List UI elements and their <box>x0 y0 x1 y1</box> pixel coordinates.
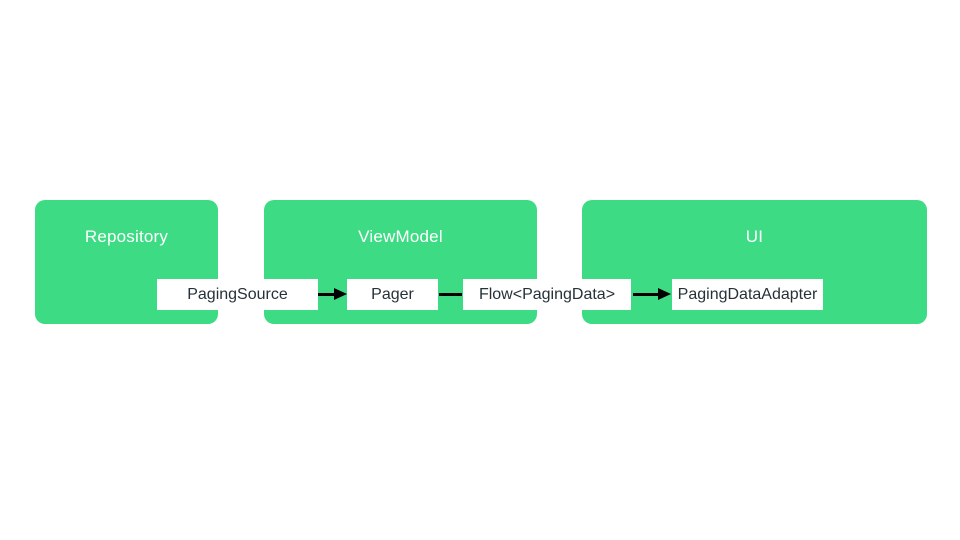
arrow-right-icon <box>334 288 347 300</box>
repository-container: Repository <box>35 200 218 324</box>
repository-container-title: Repository <box>84 227 169 246</box>
paging-data-adapter-node: PagingDataAdapter <box>672 279 823 310</box>
viewmodel-container-title: ViewModel <box>358 227 443 246</box>
connector-line-pagingsource-to-pager <box>318 293 335 296</box>
paging-source-node: PagingSource <box>157 279 318 310</box>
flow-paging-data-node: Flow<PagingData> <box>463 279 631 310</box>
pager-node: Pager <box>347 279 438 310</box>
connector-line-flow-to-adapter <box>633 293 659 296</box>
arrow-right-icon <box>658 288 671 300</box>
ui-container-title: UI <box>745 227 764 246</box>
connector-line-pager-to-flow <box>439 293 462 296</box>
